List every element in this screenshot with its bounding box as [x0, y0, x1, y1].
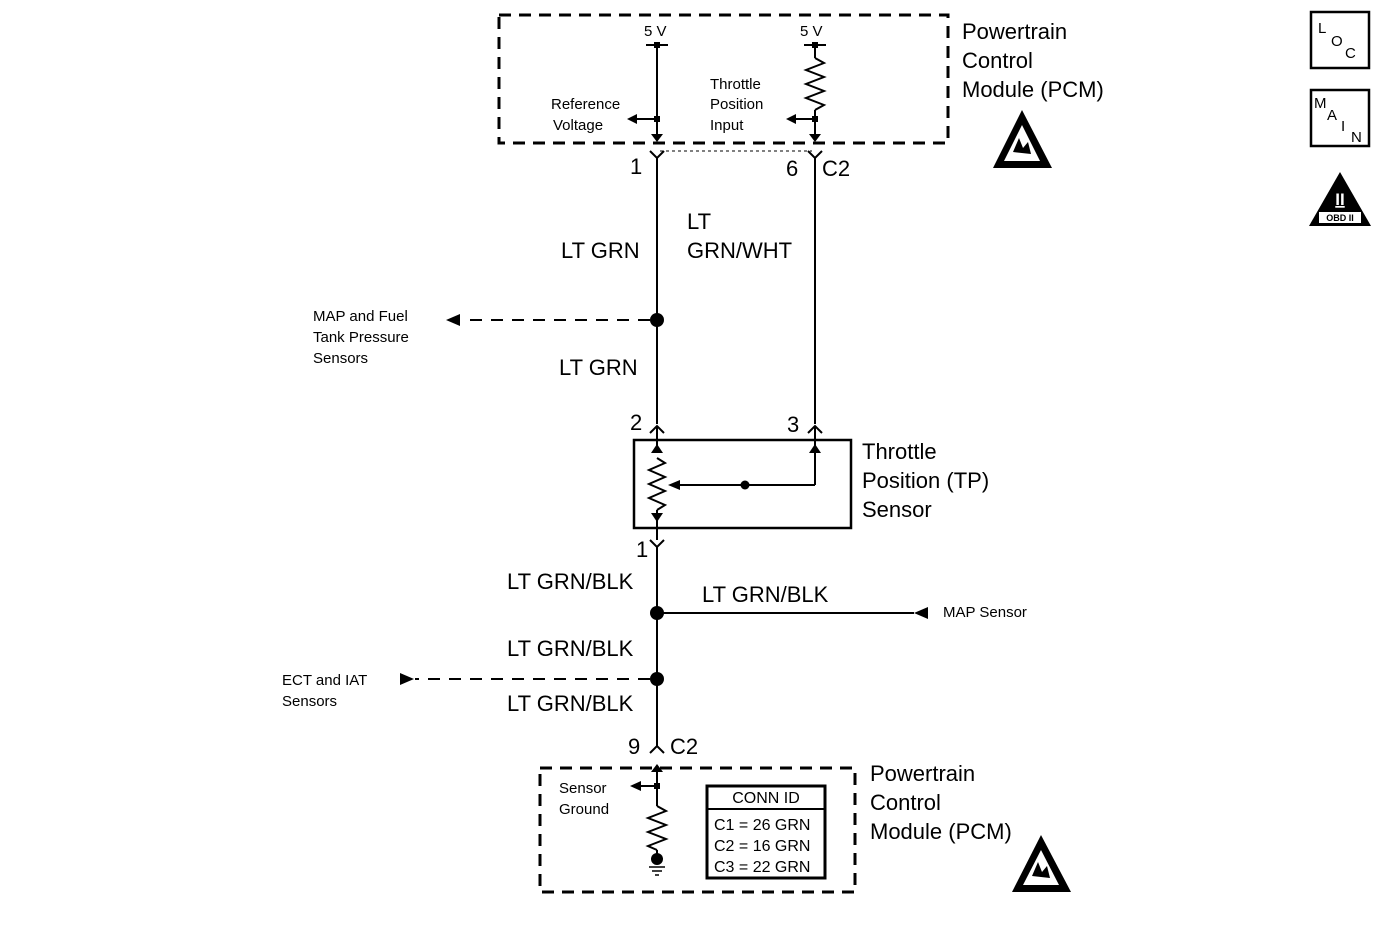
map-fuel-label-2: Tank Pressure — [313, 329, 409, 346]
map-fuel-label-3: Sensors — [313, 350, 368, 367]
ref-label-2: Voltage — [553, 117, 603, 134]
loc-letter: C — [1345, 45, 1356, 62]
wire-label-signal-1: LT — [687, 209, 711, 234]
main-letter: M — [1314, 95, 1327, 112]
obd-ii-numeral: II — [1335, 190, 1344, 209]
conn-id-title: CONN ID — [732, 790, 800, 807]
ect-iat-arrow-icon — [400, 673, 414, 685]
conn-c2-bottom: C2 — [670, 734, 698, 759]
pin-connector-icon — [649, 744, 665, 754]
ect-iat-label-2: Sensors — [282, 693, 337, 710]
wire-label-gnd-2: LT GRN/BLK — [507, 636, 634, 661]
pullup-resistor-icon — [803, 57, 827, 111]
ground-symbol-icon — [649, 866, 665, 876]
pin-1-top: 1 — [630, 154, 642, 179]
sensor-ground-label-2: Ground — [559, 801, 609, 818]
ref-arrow-icon — [627, 114, 637, 124]
pin-connector-icon — [649, 150, 665, 160]
tp-sensor-box — [632, 438, 853, 530]
tp-pin-2: 2 — [630, 410, 642, 435]
loc-letter: O — [1331, 33, 1343, 50]
wire-label-gnd-1: LT GRN/BLK — [507, 569, 634, 594]
pin-connector-icon — [649, 539, 665, 549]
conn-id-row: C2 = 16 GRN — [714, 838, 810, 855]
wire-label-ref-lower: LT GRN — [559, 355, 638, 380]
pcm-top-title-1: Powertrain — [962, 19, 1067, 44]
obd-ii-text: OBD II — [1326, 213, 1354, 223]
map-sensor-arrow-icon — [914, 607, 928, 619]
main-icon[interactable]: M A I N — [1309, 88, 1371, 148]
main-letter: N — [1351, 129, 1362, 146]
obd-ii-icon[interactable]: II OBD II — [1309, 172, 1371, 226]
conn-c2-top: C2 — [822, 156, 850, 181]
main-letter: I — [1341, 118, 1345, 135]
tp-input-arrow-icon — [786, 114, 796, 124]
esd-warning-icon — [993, 110, 1052, 168]
pcm-top-title-3: Module (PCM) — [962, 77, 1104, 102]
sensor-ground-arrow-icon — [630, 781, 641, 791]
tp-title-3: Sensor — [862, 497, 932, 522]
pcm-bottom-title-1: Powertrain — [870, 761, 975, 786]
conn-id-row: C3 = 22 GRN — [714, 859, 810, 876]
main-letter: A — [1327, 107, 1337, 124]
splice-dot-ref — [650, 313, 664, 327]
loc-icon[interactable]: L O C — [1309, 10, 1371, 70]
pcm-top-title-2: Control — [962, 48, 1033, 73]
ref-label-1: Reference — [551, 96, 620, 113]
loc-letter: L — [1318, 20, 1326, 37]
pin-6-top: 6 — [786, 156, 798, 181]
wiper-arrow-icon — [668, 480, 680, 490]
wire-label-gnd-3: LT GRN/BLK — [507, 691, 634, 716]
ect-iat-label-1: ECT and IAT — [282, 672, 367, 689]
tp-input-label-3: Input — [710, 117, 744, 134]
tp-input-label-2: Position — [710, 96, 763, 113]
tp-pin-1: 1 — [636, 537, 648, 562]
pcm-bottom-title-2: Control — [870, 790, 941, 815]
tp-pin-3: 3 — [787, 412, 799, 437]
tp-input-label-1: Throttle — [710, 76, 761, 93]
wire-label-ref-upper: LT GRN — [561, 238, 640, 263]
pcm-top-box — [497, 13, 950, 145]
esd-warning-icon — [1012, 835, 1071, 892]
map-fuel-label-1: MAP and Fuel — [313, 308, 408, 325]
pin-9-bottom: 9 — [628, 734, 640, 759]
ground-resistor-icon — [645, 805, 669, 851]
pcm-bottom-title-3: Module (PCM) — [870, 819, 1012, 844]
conn-id-row: C1 = 26 GRN — [714, 817, 810, 834]
sensor-ground-label-1: Sensor — [559, 780, 607, 797]
tp-title-2: Position (TP) — [862, 468, 989, 493]
map-fuel-arrow-icon — [446, 314, 460, 326]
wire-label-signal-2: GRN/WHT — [687, 238, 792, 263]
wire-label-gnd-map: LT GRN/BLK — [702, 582, 829, 607]
ref-5v-label: 5 V — [644, 23, 667, 40]
tp-potentiometer-icon — [646, 457, 668, 511]
splice-dot-ect — [650, 672, 664, 686]
map-sensor-label: MAP Sensor — [943, 604, 1027, 621]
conn-id-table: CONN ID C1 = 26 GRN C2 = 16 GRN C3 = 22 … — [705, 784, 827, 880]
tp-5v-label: 5 V — [800, 23, 823, 40]
pin-connector-icon — [807, 150, 823, 160]
tp-title-1: Throttle — [862, 439, 937, 464]
